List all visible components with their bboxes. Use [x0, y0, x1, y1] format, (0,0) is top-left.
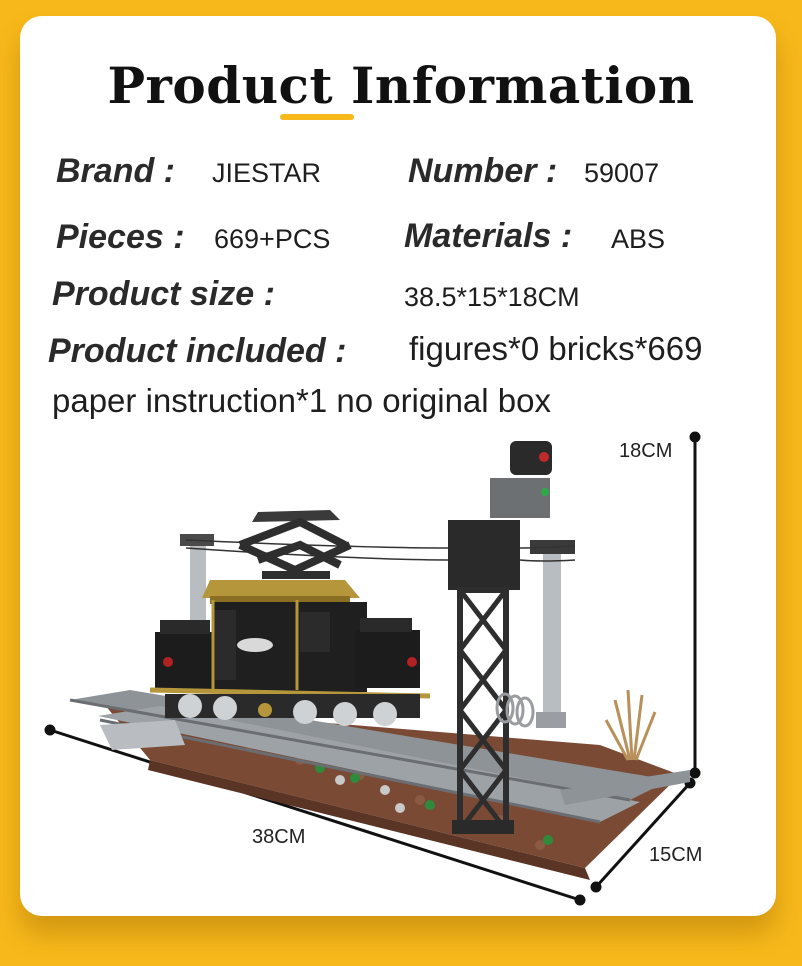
product-included-label: Product included : [48, 332, 347, 370]
pieces-value: 669+PCS [214, 224, 331, 254]
depth-dimension-label: 15CM [649, 844, 703, 866]
brand-value: JIESTAR [212, 158, 322, 188]
materials-value: ABS [611, 224, 666, 254]
product-included-line1: figures*0 bricks*669 [409, 330, 703, 367]
pantograph [238, 510, 352, 579]
locomotive [149, 580, 431, 726]
product-size-value: 38.5*15*18CM [404, 282, 580, 312]
height-dimension-label: 18CM [619, 440, 673, 462]
brand-label: Brand : [56, 152, 175, 190]
product-included-line2: paper instruction*1 no original box [52, 382, 551, 419]
dry-bush [604, 689, 657, 761]
pieces-label: Pieces : [56, 218, 185, 256]
coil-spring [495, 692, 535, 728]
title-underline [280, 114, 354, 120]
materials-label: Materials : [404, 217, 573, 255]
number-label: Number : [408, 152, 558, 190]
product-size-label: Product size : [52, 275, 275, 313]
length-dimension-label: 38CM [252, 826, 306, 848]
dimension-lines [44, 431, 701, 906]
number-value: 59007 [584, 158, 660, 188]
page-title: Product Information [107, 56, 695, 115]
